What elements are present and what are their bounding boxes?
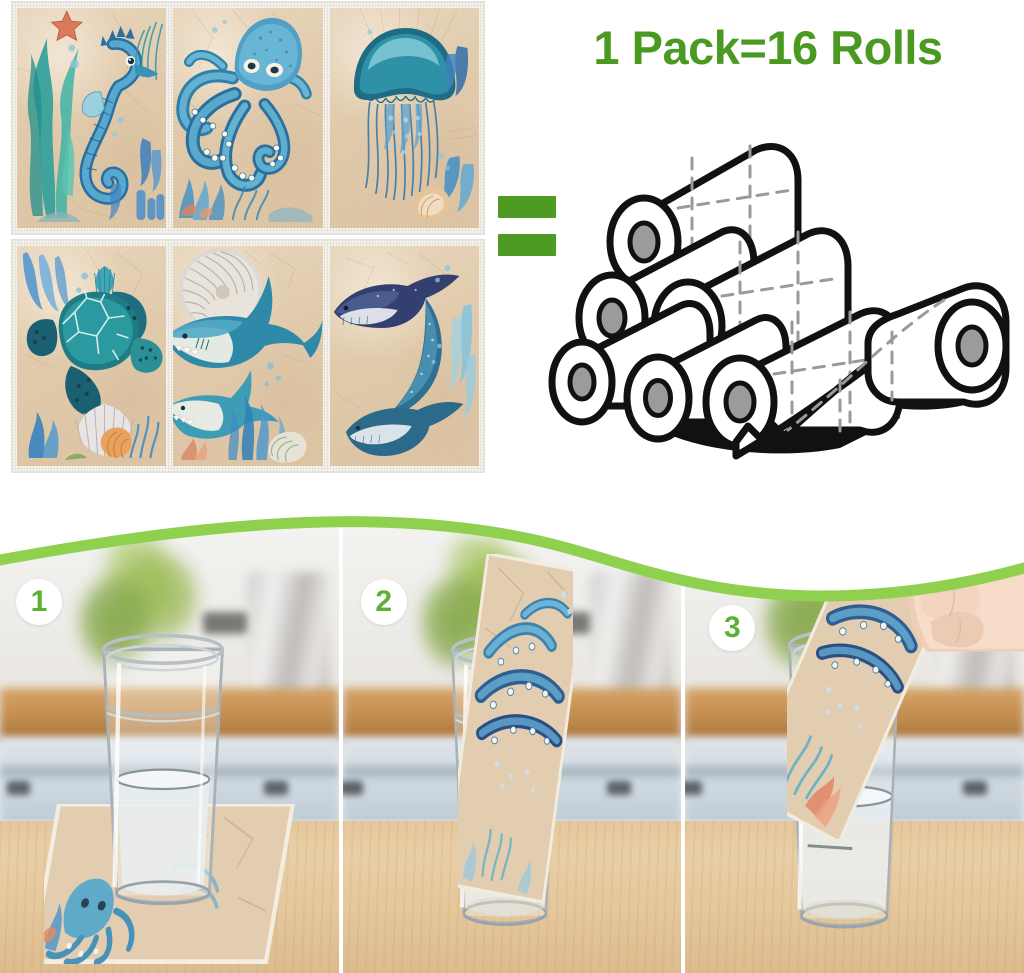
art-panel-jellyfish <box>329 8 479 228</box>
top-section: 1 Pack=16 Rolls .ro { fill:#fff; stroke:… <box>12 0 1024 478</box>
art-panel-sharks <box>173 246 323 466</box>
cabinet-knob <box>264 781 288 796</box>
artwork-row-2 <box>12 240 484 472</box>
speckles <box>253 30 293 68</box>
seahorse-illustration <box>27 10 165 222</box>
coral <box>108 138 165 220</box>
step-badge-1: 1 <box>16 579 62 625</box>
artwork-row-1 <box>12 2 484 234</box>
octopus-eyes <box>244 59 284 77</box>
photo-frame <box>685 527 1024 973</box>
sea-fan <box>134 21 164 81</box>
pot-handle <box>203 611 248 635</box>
bubbles <box>264 362 282 387</box>
kelp <box>27 38 79 218</box>
nautilus-shell <box>100 427 132 459</box>
page-title: 1 Pack=16 Rolls <box>593 21 943 74</box>
step-2-photo: 2 <box>342 527 682 973</box>
shark-upper <box>173 276 323 368</box>
hand-holding-sheet <box>889 527 1024 652</box>
art-panel-sea-turtle <box>17 246 167 466</box>
equals-icon <box>498 190 560 262</box>
flipper-spots <box>32 306 137 402</box>
step-number: 1 <box>30 585 48 618</box>
spiral-shell <box>268 431 307 463</box>
step-number: 3 <box>724 611 741 644</box>
sea-turtle-illustration <box>22 252 163 460</box>
map-lines <box>26 249 143 368</box>
toilet-roll-stack-illustration: .ro { fill:#fff; stroke:#111; stroke-wid… <box>540 118 1024 478</box>
octopus-motif <box>474 597 572 748</box>
cabinet-knob <box>963 781 987 796</box>
sharks-illustration <box>173 248 323 463</box>
turtle <box>26 289 163 416</box>
jellyfish-illustration <box>353 28 474 221</box>
step-1-photo: 1 <box>0 527 339 973</box>
art-panel-seahorse <box>17 8 167 228</box>
paper-sheet-dipped <box>457 553 573 902</box>
equals-bar-top <box>498 196 556 218</box>
bubbles <box>212 19 228 33</box>
equals-bar-bottom <box>498 234 556 256</box>
bottom-section: 1 <box>0 527 1024 973</box>
cabinet-knob <box>606 781 631 796</box>
conch-shell <box>412 187 450 221</box>
coral <box>181 438 208 460</box>
photo-frame <box>0 527 339 973</box>
photo-frame <box>342 527 682 973</box>
kelp <box>449 304 476 420</box>
scutes <box>62 289 129 361</box>
artwork-collage <box>12 0 490 478</box>
whale-lower <box>345 402 464 456</box>
water-glass <box>75 630 251 907</box>
octopus-illustration <box>176 17 313 222</box>
whale-upper <box>333 274 460 328</box>
bell-fringe <box>354 93 446 104</box>
bubbles <box>68 44 124 137</box>
step-number: 2 <box>375 585 393 618</box>
coral <box>28 412 160 460</box>
starfish <box>50 10 84 42</box>
hand-shape <box>905 527 1024 652</box>
kelp <box>22 252 71 312</box>
cabinet-knob <box>342 781 363 796</box>
head-spots <box>138 346 157 362</box>
scallop-shell <box>94 266 115 296</box>
whale-middle <box>385 298 442 418</box>
oral-arms <box>383 104 422 154</box>
seafloor-coral <box>179 178 313 222</box>
step-badge-3: 3 <box>709 605 756 651</box>
suckers <box>191 108 285 182</box>
art-panel-octopus <box>173 8 323 228</box>
coral <box>441 46 474 212</box>
roll-unrolling <box>732 282 1010 460</box>
step-3-photo: 3 <box>685 527 1024 973</box>
bubbles <box>431 264 451 364</box>
step-badge-2: 2 <box>360 579 407 625</box>
seahorse <box>79 26 159 205</box>
steps-strip: 1 <box>0 527 1024 973</box>
cabinet-knob <box>685 781 703 796</box>
ammonite-fossil <box>179 248 263 332</box>
whales-illustration <box>333 264 476 456</box>
art-panel-whales <box>329 246 479 466</box>
cabinet-knob <box>6 781 31 796</box>
fossil-ribs <box>183 251 254 318</box>
